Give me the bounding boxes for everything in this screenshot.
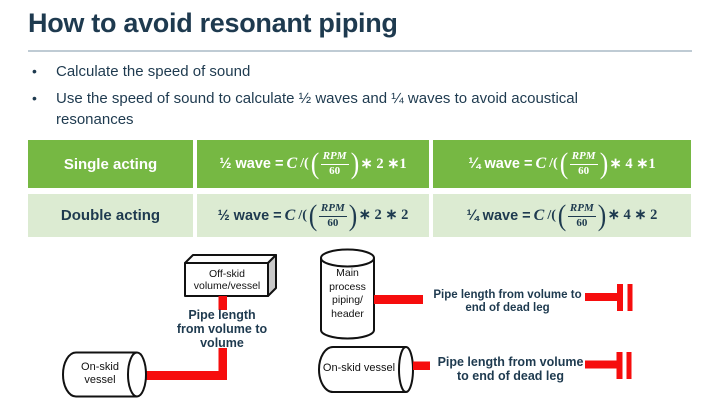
onskid-vessel-left-label: On-skid vessel [81,361,119,387]
main-process-cylinder-shape [320,248,375,340]
fraction-denominator: 60 [576,216,588,229]
bullet-list: Calculate the speed of sound Use the spe… [30,61,700,136]
fraction-denominator: 60 [327,216,339,229]
table-row-label-single-acting: Single acting [28,140,193,188]
offskid-box-label: Off-skid volume/vessel [193,268,261,293]
formula-suffix: ∗ 2 ∗1 [360,155,407,172]
title-divider [28,50,692,52]
formula-suffix: ∗ 2 ∗ 2 [358,207,409,223]
fraction-denominator: 60 [329,165,341,177]
onskid-vessel-right-label: On-skid vessel [322,362,396,374]
formula-suffix: ∗ 4 ∗ 2 [607,207,658,223]
pipe-length-deadleg-bottom-label: Pipe length from volume to end of dead l… [437,355,584,384]
formula-open: /( [549,156,558,171]
piping-diagram [62,248,633,398]
table-row-label-double-acting: Double acting [28,194,193,237]
fraction-numerator: RPM [320,150,349,165]
formula-prefix: ½ wave = [217,207,282,224]
onskid-vessel-left-shape [62,351,147,398]
bullet-item: Use the speed of sound to calculate ½ wa… [30,88,630,130]
formula-var-c: C [284,206,296,224]
fraction-numerator: RPM [569,150,598,165]
formula-prefix: ¼ wave = [466,207,531,224]
formula-open: /( [298,207,307,223]
formula-open: /( [300,156,309,171]
pipe-length-volume-to-volume-label: Pipe length from volume to volume [176,308,268,350]
deadleg-pipe-top [374,284,633,311]
pipe-volume-to-volume [140,296,227,380]
main-process-label: Main process piping/ header [329,267,366,320]
formula-var-c: C [286,155,298,172]
offskid-box-shape [184,254,277,297]
fraction-numerator: RPM [567,202,596,217]
formula-open: /( [547,207,556,223]
deadleg-pipe-bottom [413,352,632,379]
formula-suffix: ∗ 4 ∗1 [609,155,656,172]
formula-var-c: C [533,206,545,224]
formula-var-c: C [535,155,547,172]
fraction-numerator: RPM [318,202,347,217]
formula-prefix: ¼ wave = [468,156,533,172]
onskid-vessel-right-shape [318,346,414,393]
fraction-denominator: 60 [578,165,590,177]
formula-prefix: ½ wave = [219,156,284,172]
bullet-item: Calculate the speed of sound [30,61,630,82]
pipe-length-deadleg-top-label: Pipe length from volume to end of dead l… [433,289,582,315]
page-title: How to avoid resonant piping [28,8,398,38]
